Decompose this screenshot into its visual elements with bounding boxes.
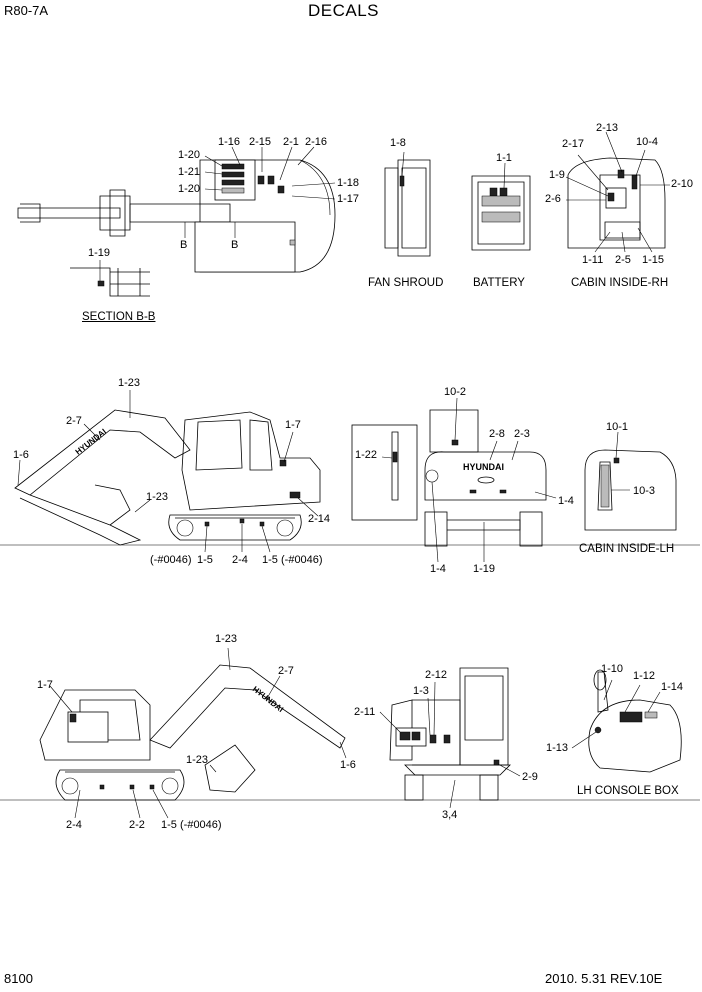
callout-1-23-b: 1-23 xyxy=(146,491,169,503)
callout-1-23-a: 1-23 xyxy=(118,377,141,389)
caption-cabin-inside-lh: CABIN INSIDE-LH xyxy=(579,543,675,555)
callout-1-4-a: 1-4 xyxy=(558,495,574,507)
callout-2-14: 2-14 xyxy=(308,513,331,525)
callout-3-4: 3,4 xyxy=(442,809,458,821)
callout-1-5-b: 1-5 xyxy=(262,554,278,566)
callout-10-1: 10-1 xyxy=(606,421,629,433)
section-marker-b-2: B xyxy=(231,239,239,251)
caption-cabin-inside-rh: CABIN INSIDE-RH xyxy=(571,277,669,289)
callout-1-19-rear: 1-19 xyxy=(473,563,496,575)
callout-note-0046-c: (-#0046) xyxy=(180,819,222,831)
callout-note-0046-a: (-#0046) xyxy=(150,554,192,566)
callout-2-9: 2-9 xyxy=(522,771,538,783)
revision-label: 2010. 5.31 REV.10E xyxy=(545,971,663,986)
callout-2-7-b: 2-7 xyxy=(278,665,294,677)
callout-1-7-a: 1-7 xyxy=(285,419,301,431)
callout-1-23-d: 1-23 xyxy=(186,754,209,766)
callout-2-6: 2-6 xyxy=(545,193,561,205)
caption-lh-console-box: LH CONSOLE BOX xyxy=(577,785,679,797)
cabin-lh-drawing xyxy=(584,431,677,531)
callout-10-2: 10-2 xyxy=(444,386,467,398)
callout-1-1: 1-1 xyxy=(496,152,512,164)
callout-1-7-b: 1-7 xyxy=(37,679,53,691)
callout-1-10: 1-10 xyxy=(601,663,624,675)
callout-2-16: 2-16 xyxy=(305,136,328,148)
callout-1-19-top: 1-19 xyxy=(88,247,111,259)
callout-note-0046-b: (-#0046) xyxy=(281,554,323,566)
callout-1-21: 1-21 xyxy=(178,166,201,178)
top-view-drawing xyxy=(17,146,336,273)
callout-1-5-a: 1-5 xyxy=(197,554,213,566)
section-bb-drawing xyxy=(70,260,150,297)
lh-console-drawing xyxy=(571,669,682,773)
callout-1-6-b: 1-6 xyxy=(340,759,356,771)
callout-2-12: 2-12 xyxy=(425,669,448,681)
callout-2-13: 2-13 xyxy=(596,122,619,134)
callout-2-1: 2-1 xyxy=(283,136,299,148)
caption-section-bb: SECTION B-B xyxy=(82,311,156,323)
callout-1-15: 1-15 xyxy=(642,254,665,266)
callout-1-16: 1-16 xyxy=(218,136,241,148)
callout-10-3: 10-3 xyxy=(633,485,656,497)
model-label: R80-7A xyxy=(4,3,49,18)
boom-brand-text: HYUNDAI xyxy=(74,427,108,457)
callout-1-20-b: 1-20 xyxy=(178,183,201,195)
callout-10-4: 10-4 xyxy=(636,136,659,148)
callout-2-10: 2-10 xyxy=(671,178,694,190)
callout-1-14: 1-14 xyxy=(661,681,684,693)
boom-brand-text-right: HYUNDAI xyxy=(251,684,285,714)
callout-2-4-a: 2-4 xyxy=(232,554,248,566)
callout-1-8: 1-8 xyxy=(390,137,406,149)
cabin-rh-drawing xyxy=(565,131,670,253)
caption-fan-shroud: FAN SHROUD xyxy=(368,277,444,289)
callout-2-2: 2-2 xyxy=(129,819,145,831)
callout-2-17: 2-17 xyxy=(562,138,585,150)
callout-2-4-b: 2-4 xyxy=(66,819,82,831)
callout-1-13: 1-13 xyxy=(546,742,569,754)
callout-2-7-a: 2-7 xyxy=(66,415,82,427)
callout-1-9: 1-9 xyxy=(549,169,565,181)
battery-drawing xyxy=(471,162,531,251)
callout-2-8: 2-8 xyxy=(489,428,505,440)
side-view-left-drawing: HYUNDAI xyxy=(0,390,700,553)
side-view-right-drawing: HYUNDAI xyxy=(0,647,700,819)
section-marker-b-1: B xyxy=(180,239,188,251)
callout-1-23-c: 1-23 xyxy=(215,633,238,645)
callout-1-5-c: 1-5 xyxy=(161,819,177,831)
front-view-drawing xyxy=(379,667,521,809)
callout-2-15: 2-15 xyxy=(249,136,272,148)
caption-battery: BATTERY xyxy=(473,277,525,289)
page-title: DECALS xyxy=(308,1,380,20)
callout-1-4-b: 1-4 xyxy=(430,563,446,575)
callout-2-5: 2-5 xyxy=(615,254,631,266)
rear-view-drawing: HYUNDAI xyxy=(351,397,557,563)
callout-2-11: 2-11 xyxy=(354,706,376,718)
counterweight-brand-text: HYUNDAI xyxy=(463,462,504,472)
callout-1-18: 1-18 xyxy=(337,177,360,189)
callout-1-3: 1-3 xyxy=(413,685,429,697)
callout-1-22: 1-22 xyxy=(355,449,378,461)
callout-1-11: 1-11 xyxy=(582,254,604,266)
callout-1-17: 1-17 xyxy=(337,193,360,205)
callout-1-12: 1-12 xyxy=(633,670,656,682)
fan-shroud-drawing xyxy=(384,151,431,257)
callout-1-6-a: 1-6 xyxy=(13,449,29,461)
callout-2-3: 2-3 xyxy=(514,428,530,440)
callout-1-20-a: 1-20 xyxy=(178,149,201,161)
page-number: 8100 xyxy=(4,971,33,986)
